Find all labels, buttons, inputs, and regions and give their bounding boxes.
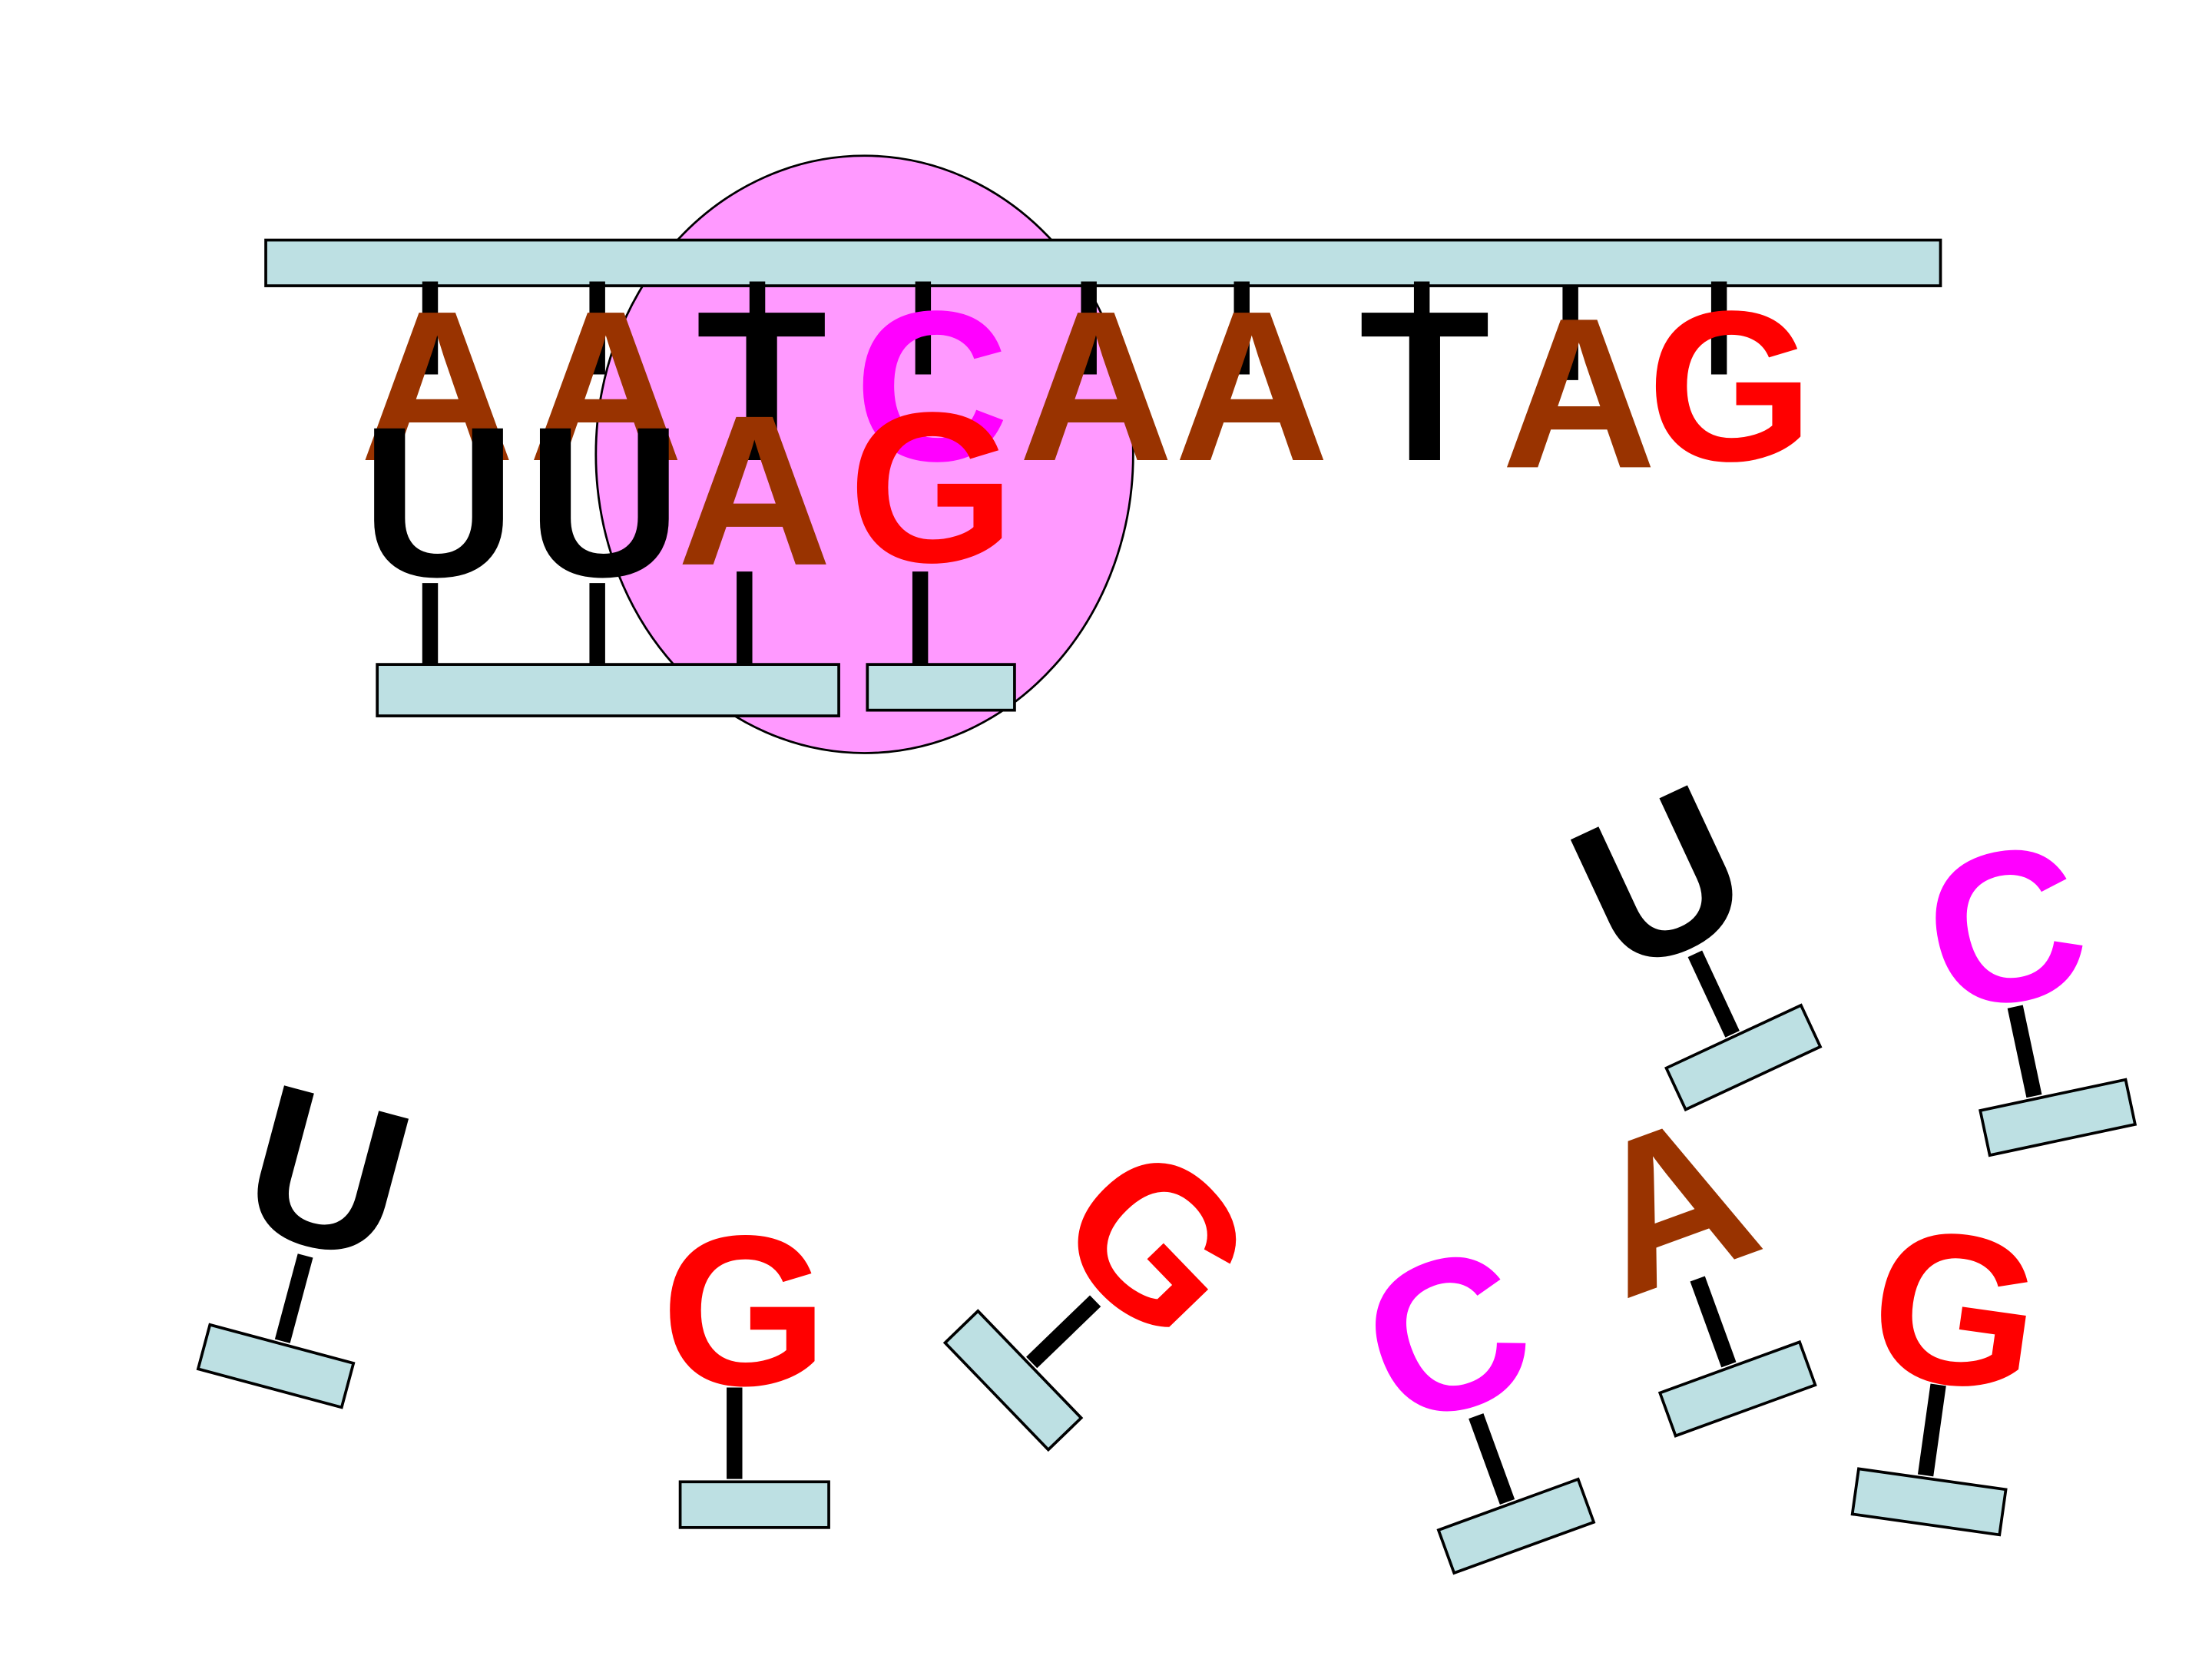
free-nucleotide-stick xyxy=(1469,1413,1515,1505)
free-nucleotide-backbone xyxy=(942,1309,1084,1452)
mrna-sticks xyxy=(422,571,929,666)
free-nucleotide-base: U xyxy=(1539,738,1781,1021)
dna-base: A xyxy=(360,267,515,506)
mrna-strand-backbone xyxy=(376,663,840,717)
free-nucleotide-base: C xyxy=(1905,794,2106,1061)
mrna-bases: U U A G xyxy=(361,368,1015,622)
mrna-base: A xyxy=(677,371,833,611)
free-nucleotide-stick xyxy=(2007,1005,2042,1098)
dna-base: T xyxy=(1359,267,1490,506)
free-nucleotide-backbone xyxy=(1664,1003,1823,1112)
ribosome-ellipse xyxy=(594,154,1134,754)
free-nucleotide-stick xyxy=(1690,1276,1737,1368)
dna-strand-backbone xyxy=(264,238,1942,287)
mrna-base: G xyxy=(848,368,1015,608)
dna-base: C xyxy=(854,267,1009,506)
free-nucleotide-stick xyxy=(1026,1295,1101,1369)
free-nucleotide: G xyxy=(661,1191,830,1529)
free-nucleotide-backbone xyxy=(678,1480,830,1529)
mrna-base: U xyxy=(527,382,682,622)
dna-sticks xyxy=(422,281,1727,380)
mrna-base: U xyxy=(361,382,516,622)
free-nucleotide-backbone xyxy=(1979,1078,2137,1157)
dna-base: T xyxy=(696,267,826,506)
free-nucleotide-base: U xyxy=(222,1038,433,1310)
free-nucleotide: U xyxy=(1539,738,1823,1112)
free-nucleotide-stick xyxy=(274,1253,313,1343)
free-nucleotide: G xyxy=(942,1098,1301,1452)
dna-bases: A A T C A A T A G xyxy=(360,267,1814,513)
free-nucleotide: A xyxy=(1557,1065,1817,1438)
dna-base: A xyxy=(528,267,684,506)
dna-base: A xyxy=(1018,267,1174,506)
free-nucleotide-stick xyxy=(1687,950,1740,1038)
free-nucleotide-backbone xyxy=(1657,1339,1817,1438)
free-nucleotide-stick xyxy=(1917,1383,1946,1477)
free-nucleotide-base: A xyxy=(1557,1065,1784,1343)
free-nucleotide: G xyxy=(1850,1180,2055,1537)
free-nucleotide-base: G xyxy=(1857,1180,2055,1440)
mrna-new-segment xyxy=(866,663,1016,712)
free-nucleotide-backbone xyxy=(196,1323,356,1409)
free-nucleotide-base: C xyxy=(1333,1197,1561,1475)
free-nucleotide: C xyxy=(1333,1197,1596,1575)
free-nucleotide-base: G xyxy=(661,1191,828,1431)
free-nucleotide: C xyxy=(1905,794,2137,1157)
dna-base: G xyxy=(1647,267,1813,506)
free-nucleotide-backbone xyxy=(1850,1467,2008,1537)
free-nucleotide: U xyxy=(196,1038,433,1409)
free-nucleotide-backbone xyxy=(1436,1477,1596,1575)
dna-base: A xyxy=(1502,273,1657,513)
dna-base: A xyxy=(1174,267,1330,506)
